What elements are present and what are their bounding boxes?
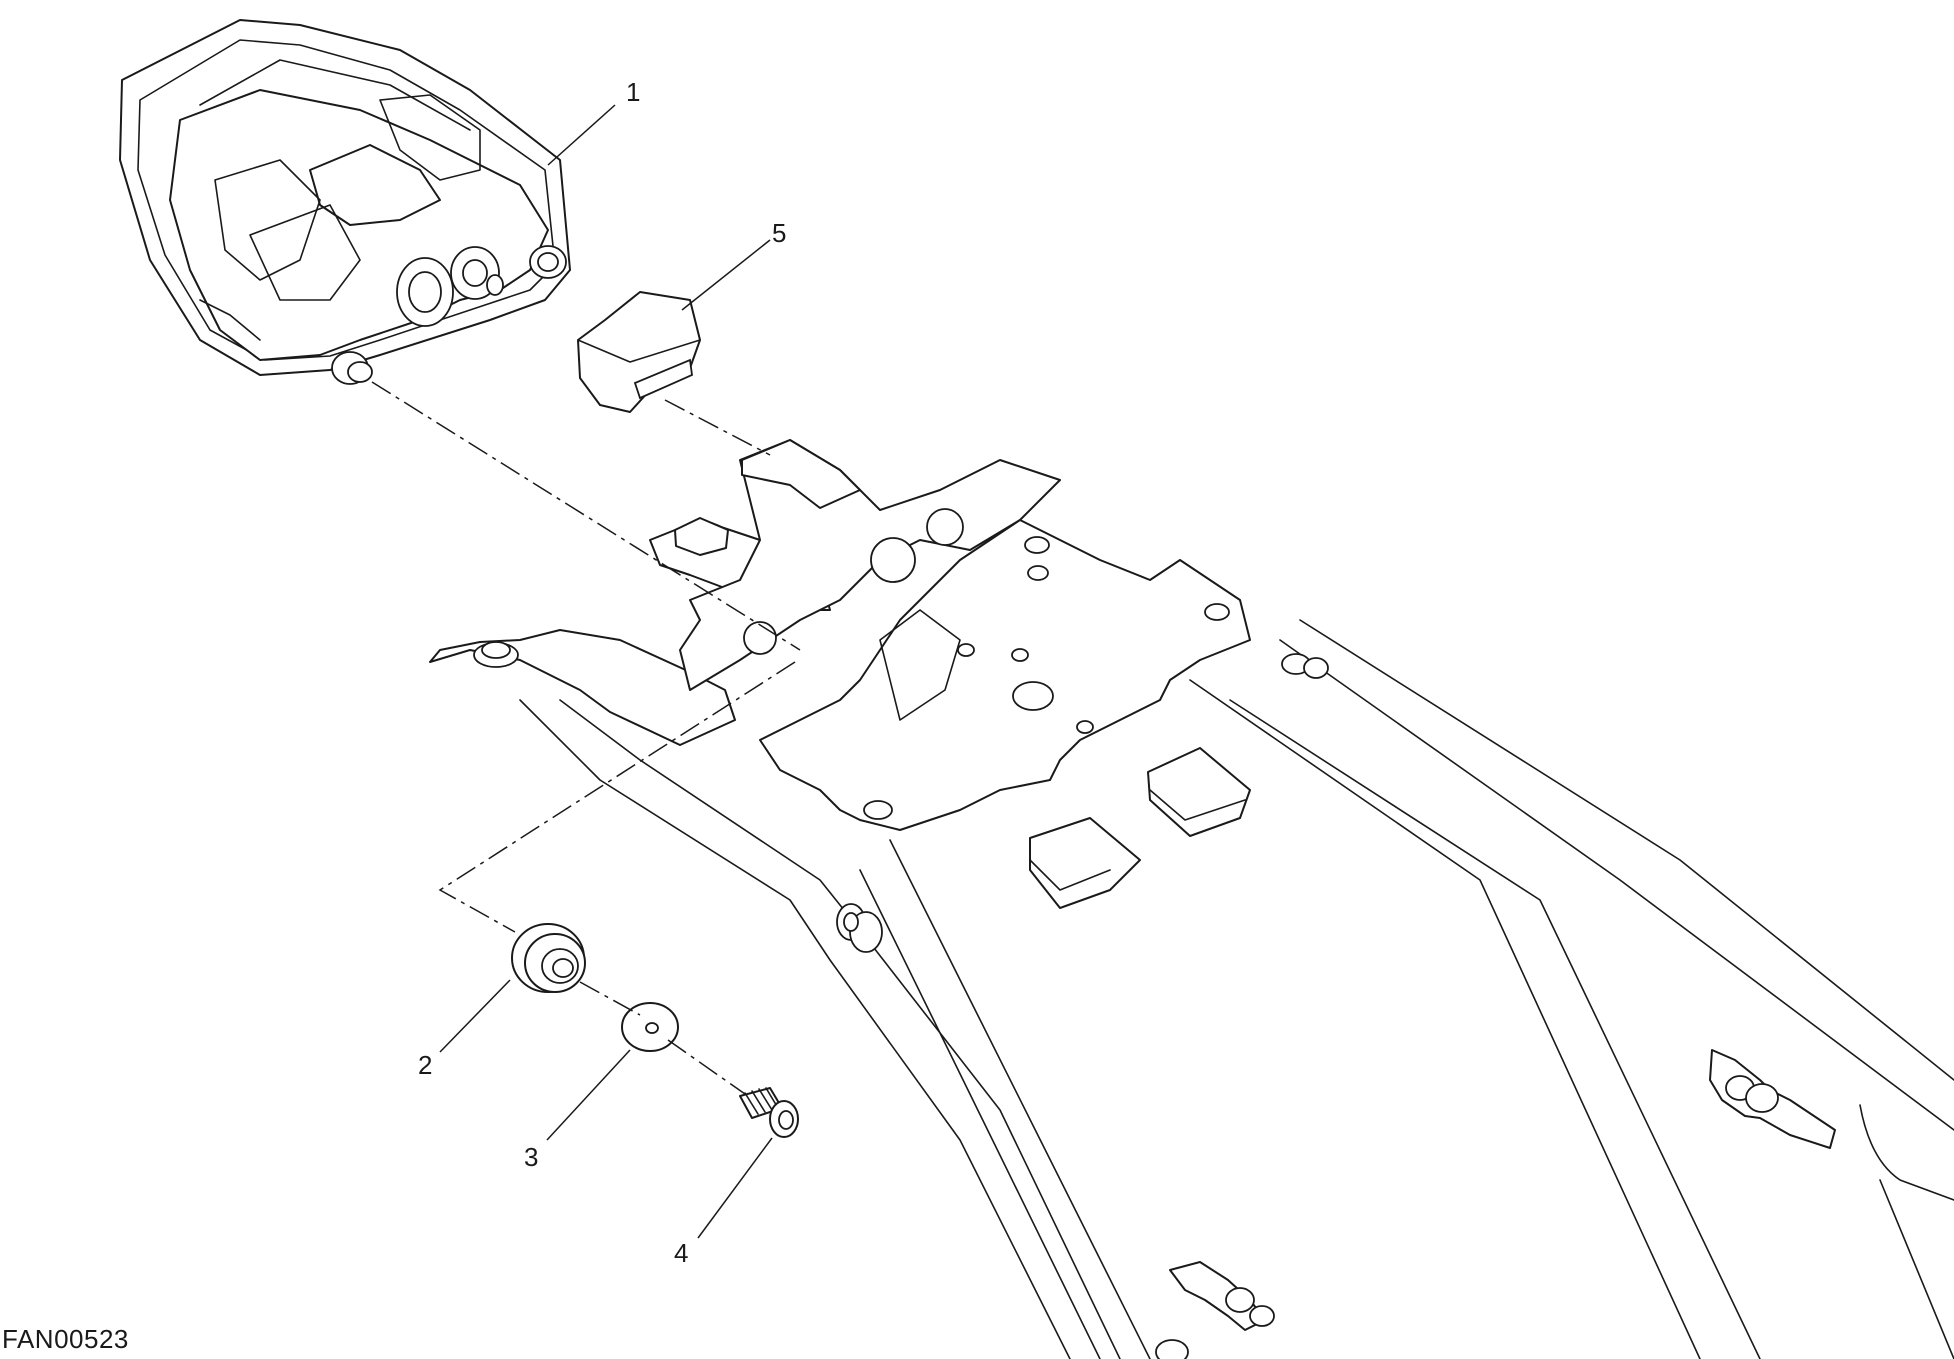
figure-code-label: FAN00523 xyxy=(2,1324,129,1354)
subframe-tubes xyxy=(519,619,1954,1359)
assembly-lines xyxy=(371,381,801,1095)
rubber-cover xyxy=(577,291,701,413)
callout-3: 3 xyxy=(524,1142,538,1172)
screw xyxy=(739,1087,799,1138)
callout-2: 2 xyxy=(418,1050,432,1080)
callout-4: 4 xyxy=(674,1238,688,1268)
washer xyxy=(621,1002,679,1052)
tail-light-assembly xyxy=(119,19,571,385)
callout-5: 5 xyxy=(772,218,786,248)
rubber-grommet xyxy=(511,923,586,993)
callout-1: 1 xyxy=(626,77,640,107)
callout-numbers: 1 5 2 3 4 xyxy=(418,77,786,1268)
frame-bosses xyxy=(836,653,1836,1359)
callout-leaders xyxy=(439,104,773,1239)
support-bracket xyxy=(429,439,1251,909)
